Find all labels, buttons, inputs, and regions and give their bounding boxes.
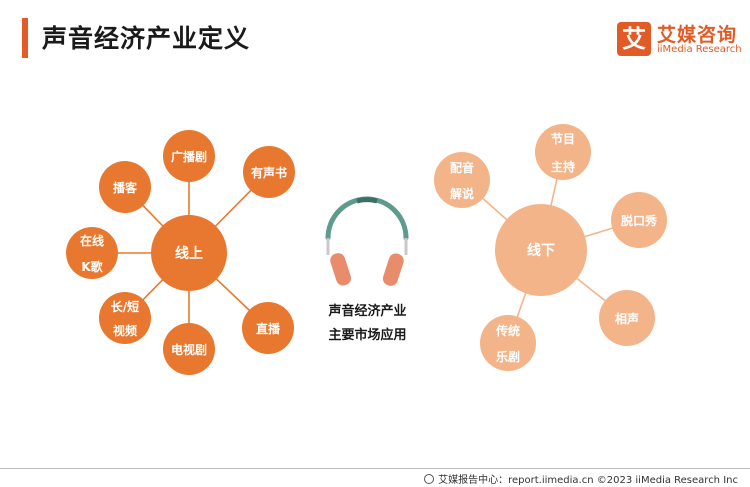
- page-title: 声音经济产业定义: [42, 24, 251, 53]
- offline-node-label: 相声: [615, 311, 639, 326]
- offline-node-label: 传统: [495, 323, 520, 338]
- online-node-label: 在线: [80, 233, 104, 248]
- online-node-label: K歌: [81, 259, 103, 274]
- footer: 艾媒报告中心：report.iimedia.cn ©2023 iiMedia R…: [424, 471, 738, 486]
- online-node: [243, 146, 295, 198]
- online-node: [99, 161, 151, 213]
- online-node-label: 广播剧: [171, 149, 207, 164]
- online-node: [66, 227, 118, 279]
- online-node-label: 视频: [113, 323, 137, 338]
- center-caption-line1: 声音经济产业: [328, 304, 407, 319]
- brand-logo: 艾 艾媒咨询 iiMedia Research: [617, 20, 742, 60]
- headphones-icon: [325, 196, 409, 286]
- online-node-label: 长/短: [111, 299, 139, 314]
- offline-node-label: 配音: [450, 160, 474, 175]
- offline-node-label: 主持: [551, 159, 575, 174]
- online-node-label: 电视剧: [171, 342, 207, 357]
- online-node: [242, 302, 294, 354]
- online-node: [163, 130, 215, 182]
- footer-text: 艾媒报告中心：report.iimedia.cn ©2023 iiMedia R…: [438, 475, 738, 486]
- logo-name-cn: 艾媒咨询: [657, 24, 738, 46]
- logo-mark: 艾: [617, 22, 651, 56]
- footer-logo-icon: [424, 473, 435, 484]
- online-node-label: 有声书: [251, 165, 287, 180]
- online-node: [163, 323, 215, 375]
- offline-node: [599, 290, 655, 346]
- offline-node-label: 脱口秀: [621, 213, 658, 228]
- offline-node: [480, 315, 536, 371]
- offline-node-label: 乐剧: [496, 349, 520, 364]
- offline-node-label: 节目: [551, 131, 575, 146]
- online-center-label: 线上: [175, 245, 203, 262]
- logo-name-en: iiMedia Research: [657, 44, 742, 55]
- offline-node: [434, 152, 490, 208]
- offline-node-label: 解说: [450, 186, 474, 201]
- center-caption-line2: 主要市场应用: [328, 328, 407, 343]
- offline-node: [535, 124, 591, 180]
- footer-divider: [0, 468, 750, 469]
- online-node: [99, 292, 151, 344]
- title-accent-bar: [22, 18, 28, 58]
- offline-center-label: 线下: [527, 242, 555, 259]
- online-node-label: 播客: [113, 180, 138, 195]
- offline-node: [611, 192, 667, 248]
- offline-center-node: [495, 204, 587, 296]
- online-node-label: 直播: [256, 321, 281, 336]
- online-center-node: [151, 215, 227, 291]
